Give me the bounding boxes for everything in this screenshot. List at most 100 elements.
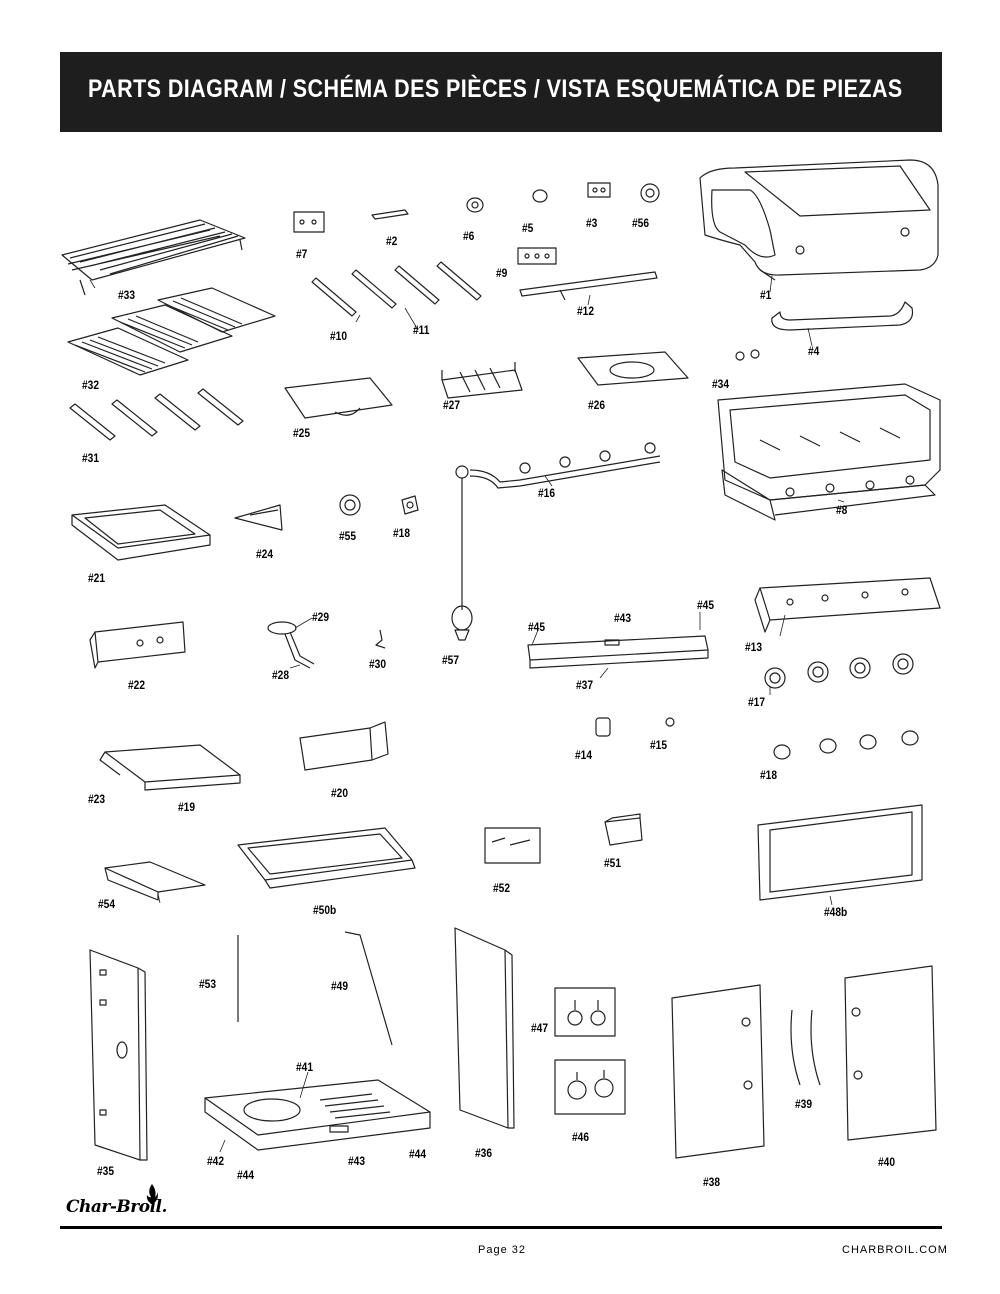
label-26: #26 [588,398,606,412]
label-29: #29 [312,610,330,624]
label-8: #8 [836,503,848,517]
part-36-side-panel [454,927,515,1129]
part-13-control-panel [754,577,941,633]
label-35: #35 [97,1164,115,1178]
label-5: #5 [522,221,534,235]
label-30: #30 [369,657,387,671]
part-19-side-shelf [99,744,241,791]
part-4-handle [771,301,914,331]
label-7: #7 [296,247,308,261]
part-37-shield [527,635,709,669]
part-12-crossover [519,271,658,301]
part-54-bracket [104,861,206,901]
label-19: #19 [178,800,196,814]
header-bar: PARTS DIAGRAM / SCHÉMA DES PIÈCES / VIST… [60,52,942,132]
label-55: #55 [339,529,357,543]
label-22: #22 [128,678,146,692]
leader-lines [89,275,845,1153]
part-18-bezels [773,730,919,760]
part-5 [532,189,548,203]
part-47-casters [554,987,616,1037]
part-21-frame [71,504,211,561]
label-18-bezels: #18 [760,768,778,782]
part-26-bowl [577,351,689,386]
label-56: #56 [632,216,650,230]
label-47: #47 [531,1021,549,1035]
label-34: #34 [712,377,730,391]
label-1: #1 [760,288,772,302]
label-39: #39 [795,1097,813,1111]
label-24: #24 [256,547,274,561]
label-14: #14 [575,748,593,762]
brand-logo: Char-Broil. [66,1197,167,1217]
part-52-clips [484,827,541,864]
label-2: #2 [386,234,398,248]
part-30-clip [375,629,386,649]
part-35-side-panel [89,949,148,1161]
label-17: #17 [748,695,766,709]
label-57: #57 [442,653,460,667]
part-28-side-burner [267,621,315,669]
label-11: #11 [413,323,430,337]
label-44-left: #44 [237,1168,255,1182]
part-20-panel [299,721,389,771]
label-12: #12 [577,304,595,318]
label-51: #51 [604,856,622,870]
footer-divider [60,1226,942,1229]
part-32-grates [67,287,276,376]
label-43-base: #43 [348,1154,366,1168]
part-24-bracket [234,504,283,531]
part-31-heat-tents [69,388,244,441]
part-6-knob [466,197,484,213]
label-15: #15 [650,738,668,752]
part-17-knobs [764,653,914,689]
label-9: #9 [496,266,508,280]
label-33: #33 [118,288,136,302]
part-46-casters [554,1059,626,1115]
label-10: #10 [330,329,348,343]
part-39-handles [790,1009,821,1086]
part-34 [735,349,760,361]
part-10-11-burners [311,261,482,317]
label-4: #4 [808,344,820,358]
label-52: #52 [493,881,511,895]
label-41: #41 [296,1060,314,1074]
label-21: #21 [88,571,106,585]
label-40: #40 [878,1155,896,1169]
part-18-knob [401,495,419,515]
part-49-rod [344,931,393,1046]
label-45-left: #45 [528,620,546,634]
label-43-shield: #43 [614,611,632,625]
part-40-door [844,965,937,1141]
part-3 [587,182,611,198]
part-27 [441,362,523,399]
label-16: #16 [538,486,556,500]
part-50b-tray [237,827,416,889]
part-7 [293,211,325,233]
part-8-firebox [717,383,941,521]
label-42: #42 [207,1154,225,1168]
label-38: #38 [703,1175,721,1189]
part-15-nut [665,717,675,727]
label-44-right: #44 [409,1147,427,1161]
part-16-manifold [469,442,661,489]
label-53: #53 [199,977,217,991]
part-55-knob [339,494,361,516]
label-13: #13 [745,640,763,654]
label-28: #28 [272,668,290,682]
part-56 [640,183,660,203]
part-48b-frame [757,804,923,901]
label-20: #20 [331,786,349,800]
part-38-door [671,984,765,1159]
label-3: #3 [586,216,598,230]
part-22-panel [89,621,186,669]
label-50b: #50b [313,903,337,917]
label-32: #32 [82,378,100,392]
label-48b: #48b [824,905,848,919]
part-51-cup [604,813,643,846]
flame-icon [146,1184,158,1204]
label-37: #37 [576,678,594,692]
part-41-base [204,1079,431,1151]
part-2 [371,209,409,220]
